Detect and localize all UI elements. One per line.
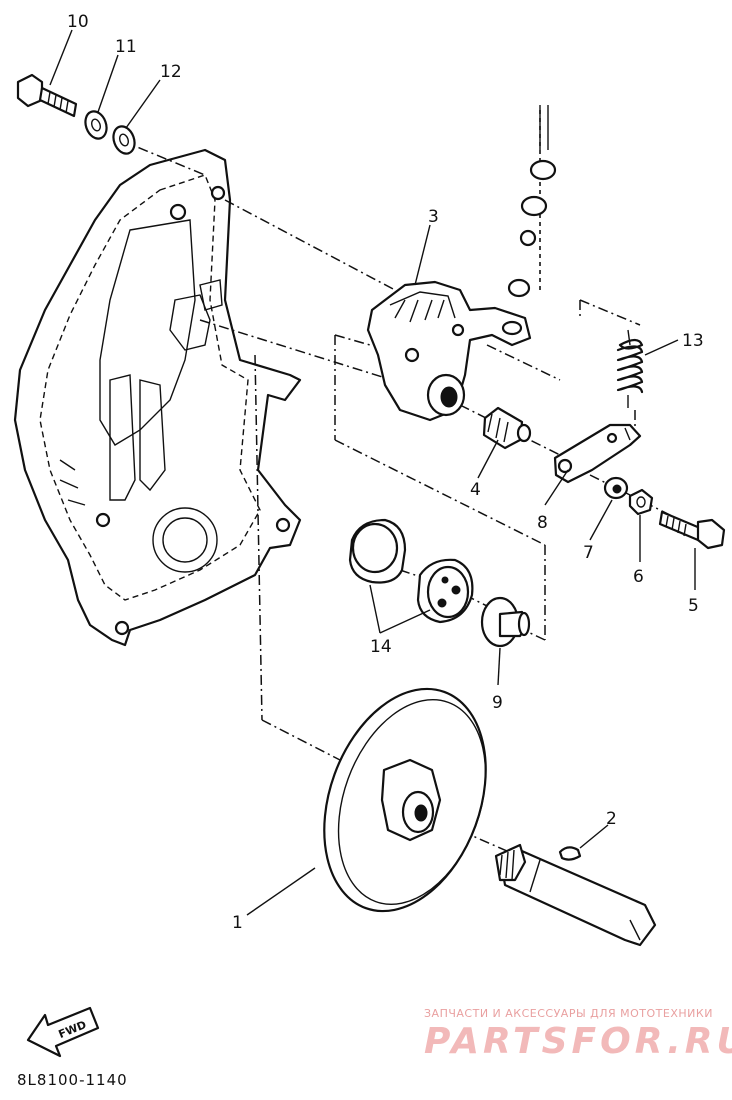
- callout-12: 12: [160, 62, 182, 82]
- part-12-washer: [112, 125, 136, 155]
- callout-leaders: [49, 29, 696, 916]
- drive-shaft: [494, 843, 657, 947]
- part-4-collar: [482, 406, 532, 450]
- part-9-plunger: [480, 596, 531, 648]
- callout-1: 1: [232, 913, 243, 933]
- part-7-washer: [603, 476, 629, 500]
- callout-4: 4: [470, 480, 481, 500]
- part-11-spring-washer: [84, 110, 108, 140]
- crankcase-housing: [13, 148, 302, 647]
- part-8-lever-plate: [553, 423, 642, 484]
- part-2-key: [558, 846, 582, 861]
- callout-2: 2: [606, 809, 617, 829]
- diagram-code: 8L8100-1140: [17, 1071, 128, 1089]
- part-10-bolt: [16, 73, 78, 118]
- callout-13: 13: [682, 331, 704, 351]
- callout-7: 7: [583, 543, 594, 563]
- callout-numbers: 10 11 12 3 4 8 7 6 5 13 9 14 1 2: [67, 12, 704, 933]
- callout-11: 11: [115, 37, 137, 57]
- part-6-nut: [628, 488, 654, 516]
- part-13-spring: [616, 329, 644, 408]
- part-1-sheave: [323, 687, 487, 913]
- callout-9: 9: [492, 693, 503, 713]
- watermark-brand: PARTSFOR.RU: [424, 1021, 732, 1062]
- callout-6: 6: [633, 567, 644, 587]
- callout-5: 5: [688, 596, 699, 616]
- callout-8: 8: [537, 513, 548, 533]
- watermark: ЗАПЧАСТИ И АКСЕССУАРЫ ДЛЯ МОТОТЕХНИКИ PA…: [424, 1007, 732, 1062]
- callout-3: 3: [428, 207, 439, 227]
- fwd-arrow-icon: FWD: [26, 1006, 100, 1058]
- callout-10: 10: [67, 12, 89, 32]
- control-cable-end: [507, 105, 557, 298]
- part-14-cap-assembly: [348, 518, 474, 624]
- watermark-tagline: ЗАПЧАСТИ И АКСЕССУАРЫ ДЛЯ МОТОТЕХНИКИ: [424, 1007, 713, 1020]
- part-3-lever-bracket: [366, 280, 532, 422]
- callout-14: 14: [370, 637, 392, 657]
- part-5-bolt: [658, 510, 726, 550]
